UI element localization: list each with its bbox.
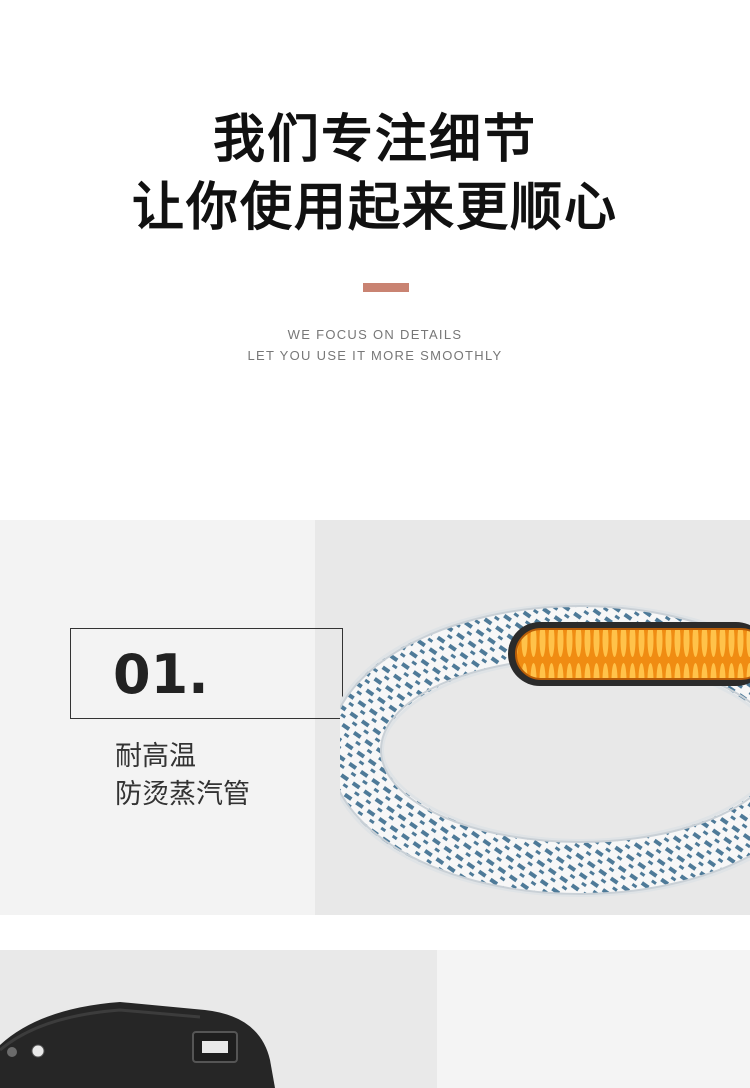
hero-section: 我们专注细节 让你使用起来更顺心 WE FOCUS ON DETAILS LET… [0, 0, 750, 520]
feature-next-section [0, 950, 750, 1088]
feature-number: 01. [113, 643, 209, 706]
device-image [0, 1002, 275, 1088]
hero-title-line2: 让你使用起来更顺心 [131, 178, 618, 238]
accent-divider [363, 283, 409, 292]
section-gap [0, 915, 750, 950]
hero-title-line1: 我们专注细节 [212, 110, 537, 170]
feature-desc-line1: 耐高温 [115, 741, 196, 772]
hero-subtitle-line2: LET YOU USE IT MORE SMOOTHLY [247, 348, 503, 363]
feature-desc-line2: 防烫蒸汽管 [115, 779, 250, 810]
feature2-right-panel [437, 950, 750, 1088]
feature-steam-hose: 01. 耐高温 防烫蒸汽管 [0, 520, 750, 915]
steam-hose-image [340, 603, 750, 897]
hero-subtitle-line1: WE FOCUS ON DETAILS [287, 327, 463, 342]
feature-number-box: 01. [70, 628, 343, 719]
